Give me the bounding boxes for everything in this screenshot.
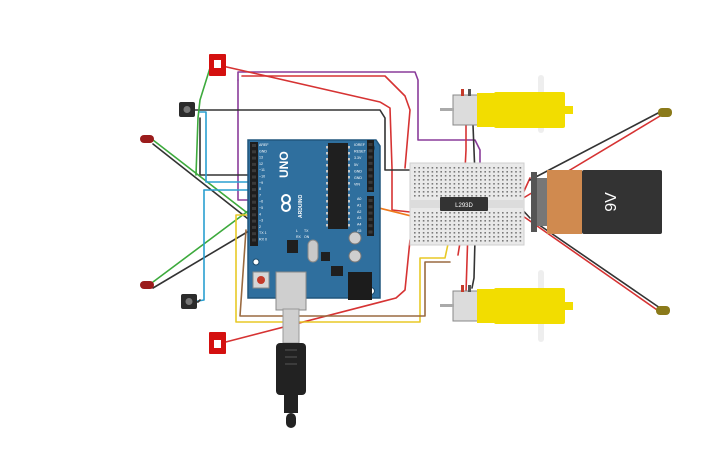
wire-red-top-2[interactable] [241, 75, 411, 169]
analog-pin-label: A3 [357, 216, 361, 220]
dc-jack[interactable] [348, 272, 372, 300]
analog-pin-label: A2 [357, 210, 361, 214]
slide-switch-bottom[interactable] [209, 332, 226, 354]
pushbutton-top[interactable] [179, 102, 195, 117]
dc-motor-top[interactable] [440, 75, 573, 133]
digital-pin-label: 8 [259, 187, 261, 191]
digital-pin-label: 7 [259, 193, 261, 197]
arduino-uno-board[interactable]: AREF GND 13 12 ~11 ~10 ~9 8 7 ~6 ~5 4 ~3 2 TX 1 RX 0 IO… [247, 139, 381, 311]
battery-9v[interactable]: 9V [531, 170, 662, 234]
power-pin-label: GND [354, 169, 362, 173]
status-led-label: ON [304, 235, 310, 239]
status-led-label: L [296, 229, 298, 233]
power-header[interactable] [367, 140, 374, 192]
capacitor-1 [348, 231, 362, 245]
wire-led-right-1a[interactable] [529, 111, 661, 181]
digital-pin-label: AREF [259, 143, 269, 147]
led-right-top[interactable] [658, 108, 672, 117]
digital-pin-label: ~9 [259, 181, 263, 185]
status-led-label: TX [304, 229, 309, 233]
analog-pin-label: A0 [357, 197, 361, 201]
power-pin-label: RESET [354, 150, 367, 154]
digital-pin-label: ~5 [259, 206, 263, 210]
digital-pin-label: GND [259, 149, 267, 153]
power-pin-label: IOREF [354, 143, 366, 147]
digital-pin-label: RX 0 [259, 238, 267, 242]
wire-green-led2[interactable] [152, 207, 253, 283]
led-left-bottom[interactable] [140, 281, 154, 289]
digital-pin-label: 2 [259, 225, 261, 229]
wire-blue-1[interactable] [199, 111, 253, 183]
wire-green-top[interactable] [195, 67, 211, 176]
l293d-chip[interactable]: L293D [440, 197, 488, 211]
voltage-regulator [331, 266, 343, 276]
status-led-label: RX [296, 235, 302, 239]
power-pin-labels: IOREF RESET 3.3V 5V GND GND VIN [354, 143, 367, 187]
pushbutton-bottom[interactable] [181, 294, 197, 309]
wire-red-bottom[interactable] [217, 239, 411, 345]
digital-pin-label: ~10 [259, 175, 265, 179]
usb-port[interactable] [275, 271, 307, 311]
digital-pin-label: ~3 [259, 219, 263, 223]
capacitor-2 [348, 249, 362, 263]
wire-black-top[interactable] [191, 109, 411, 171]
led-right-bottom[interactable] [656, 306, 670, 315]
battery-label: 9V [603, 192, 620, 212]
small-ic [321, 252, 330, 261]
wire-purple[interactable] [237, 71, 481, 169]
wire-led-right-2b[interactable] [519, 213, 661, 313]
wire-yellow[interactable] [235, 214, 449, 323]
power-pin-label: 5V [354, 163, 359, 167]
digital-pin-labels: AREF GND 13 12 ~11 ~10 ~9 8 7 ~6 ~5 4 ~3 2 TX 1 RX 0 [259, 143, 269, 242]
l293d-label: L293D [455, 203, 473, 209]
breadboard[interactable] [409, 162, 525, 246]
digital-header[interactable] [250, 142, 258, 246]
atmega-chip [328, 143, 348, 229]
wire-red-top[interactable] [217, 64, 411, 213]
analog-pin-label: A5 [357, 229, 361, 233]
power-pin-label: GND [354, 176, 362, 180]
analog-header[interactable] [367, 196, 374, 236]
analog-pin-label: A1 [357, 203, 361, 207]
analog-pin-label: A4 [357, 223, 361, 227]
digital-pin-label: TX 1 [259, 231, 267, 235]
digital-pin-label: ~11 [259, 168, 265, 172]
wire-black-top-2[interactable] [199, 117, 256, 176]
board-brand-label: ARDUINO [298, 195, 304, 218]
usb-chip [287, 240, 298, 253]
wire-brown[interactable] [239, 229, 451, 317]
arduino-logo-icon [281, 194, 291, 212]
digital-pin-label: 13 [259, 156, 263, 160]
power-pin-label: 3.3V [354, 156, 362, 160]
digital-pin-label: 4 [259, 212, 261, 216]
board-model-label: UNO [277, 151, 291, 178]
wire-green-led1[interactable] [152, 139, 251, 216]
crystal [307, 239, 319, 263]
power-pin-label: VIN [354, 183, 360, 187]
led-left-top[interactable] [140, 135, 154, 143]
dc-motor-bottom[interactable] [440, 270, 573, 342]
wire-led-right-2a[interactable] [531, 219, 661, 309]
digital-pin-label: 12 [259, 162, 263, 166]
usb-cable[interactable] [276, 308, 306, 428]
digital-pin-label: ~6 [259, 200, 263, 204]
slide-switch-top[interactable] [209, 54, 226, 76]
wire-black-led1[interactable] [152, 143, 253, 223]
